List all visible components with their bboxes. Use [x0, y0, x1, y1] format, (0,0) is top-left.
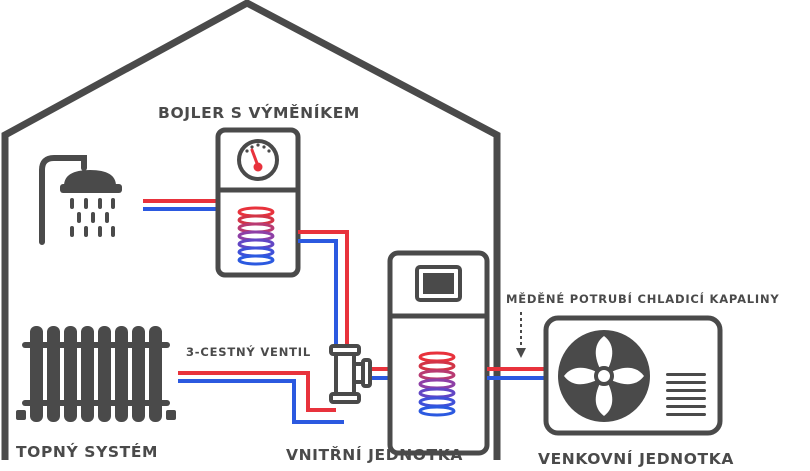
gauge-icon	[237, 139, 279, 181]
label-valve: 3-CESTNÝ VENTIL	[186, 344, 311, 359]
indoor-unit	[387, 250, 490, 456]
outdoor-unit	[543, 315, 723, 436]
shower-pipes	[143, 199, 218, 211]
refrigerant-pipes	[487, 367, 546, 380]
fan-icon	[558, 330, 650, 422]
three-way-valve-icon	[329, 344, 372, 404]
radiator-icon	[16, 326, 176, 422]
label-copper-pipe: MĚDĚNÉ POTRUBÍ CHLADICÍ KAPALINY	[506, 291, 780, 306]
boiler-pipes	[298, 230, 349, 348]
label-outdoor-unit: VENKOVNÍ JEDNOTKA	[538, 449, 734, 468]
copper-pipe-pointer	[516, 312, 526, 358]
vent-grille	[666, 373, 706, 416]
valve-pipes	[370, 367, 390, 380]
shower-icon	[39, 155, 122, 245]
label-heating-system: TOPNÝ SYSTÉM	[16, 442, 158, 461]
label-indoor-unit: VNITŘNÍ JEDNOTKA	[286, 445, 463, 464]
house-outline	[1, 0, 501, 460]
label-boiler: BOJLER S VÝMĚNÍKEM	[158, 103, 360, 122]
radiator-pipes	[178, 371, 344, 424]
boiler-coil	[237, 206, 275, 266]
indoor-coil	[418, 351, 456, 417]
boiler	[215, 127, 301, 278]
